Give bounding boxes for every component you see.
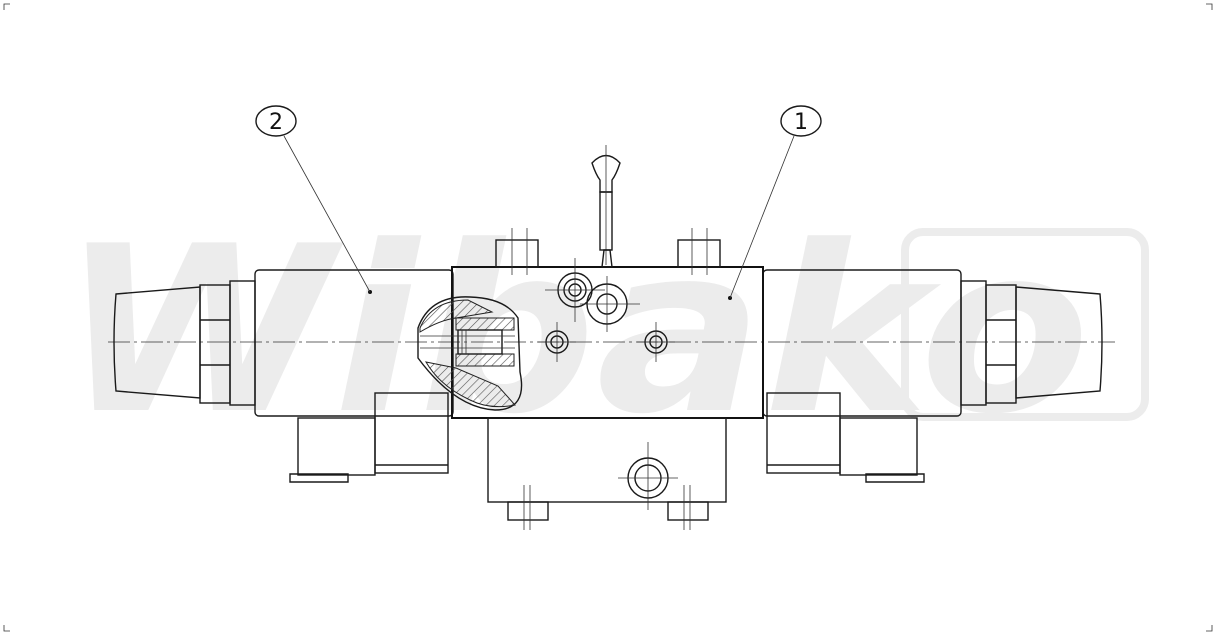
cutaway-section: [417, 296, 523, 411]
port-left-small: [538, 322, 576, 362]
right-coil-cap: [1015, 286, 1103, 399]
right-plug-cable-gland: [839, 417, 918, 476]
manual-override-lever: [591, 145, 621, 268]
subplate-block: [487, 417, 727, 503]
right-solenoid: [728, 269, 1103, 417]
top-right-bolt: [677, 228, 721, 275]
valve-body: [417, 145, 764, 419]
callout-1-label: 1: [794, 110, 808, 135]
top-left-bolt: [495, 228, 539, 275]
bottom-left-bolt: [507, 485, 549, 530]
right-connector-plug: [766, 392, 925, 483]
left-coil-cap: [113, 286, 201, 399]
subplate-port: [618, 442, 678, 510]
port-b: [580, 276, 640, 332]
left-plug-cable-gland: [297, 417, 376, 476]
right-plug-base: [865, 473, 925, 483]
port-right-small: [637, 322, 675, 362]
watermark-badge: [901, 228, 1149, 421]
callout-1: 1: [729, 105, 822, 299]
subplate: [487, 417, 727, 530]
left-plug-base: [289, 473, 349, 483]
bottom-right-bolt: [667, 485, 709, 530]
watermark-text: Wibako: [60, 198, 1090, 465]
callout-2-label: 2: [269, 110, 283, 135]
frame-corners: [3, 3, 1213, 632]
watermark: Wibako: [60, 198, 1149, 465]
callout-2: 2: [255, 105, 371, 293]
left-connector-plug: [289, 392, 449, 483]
